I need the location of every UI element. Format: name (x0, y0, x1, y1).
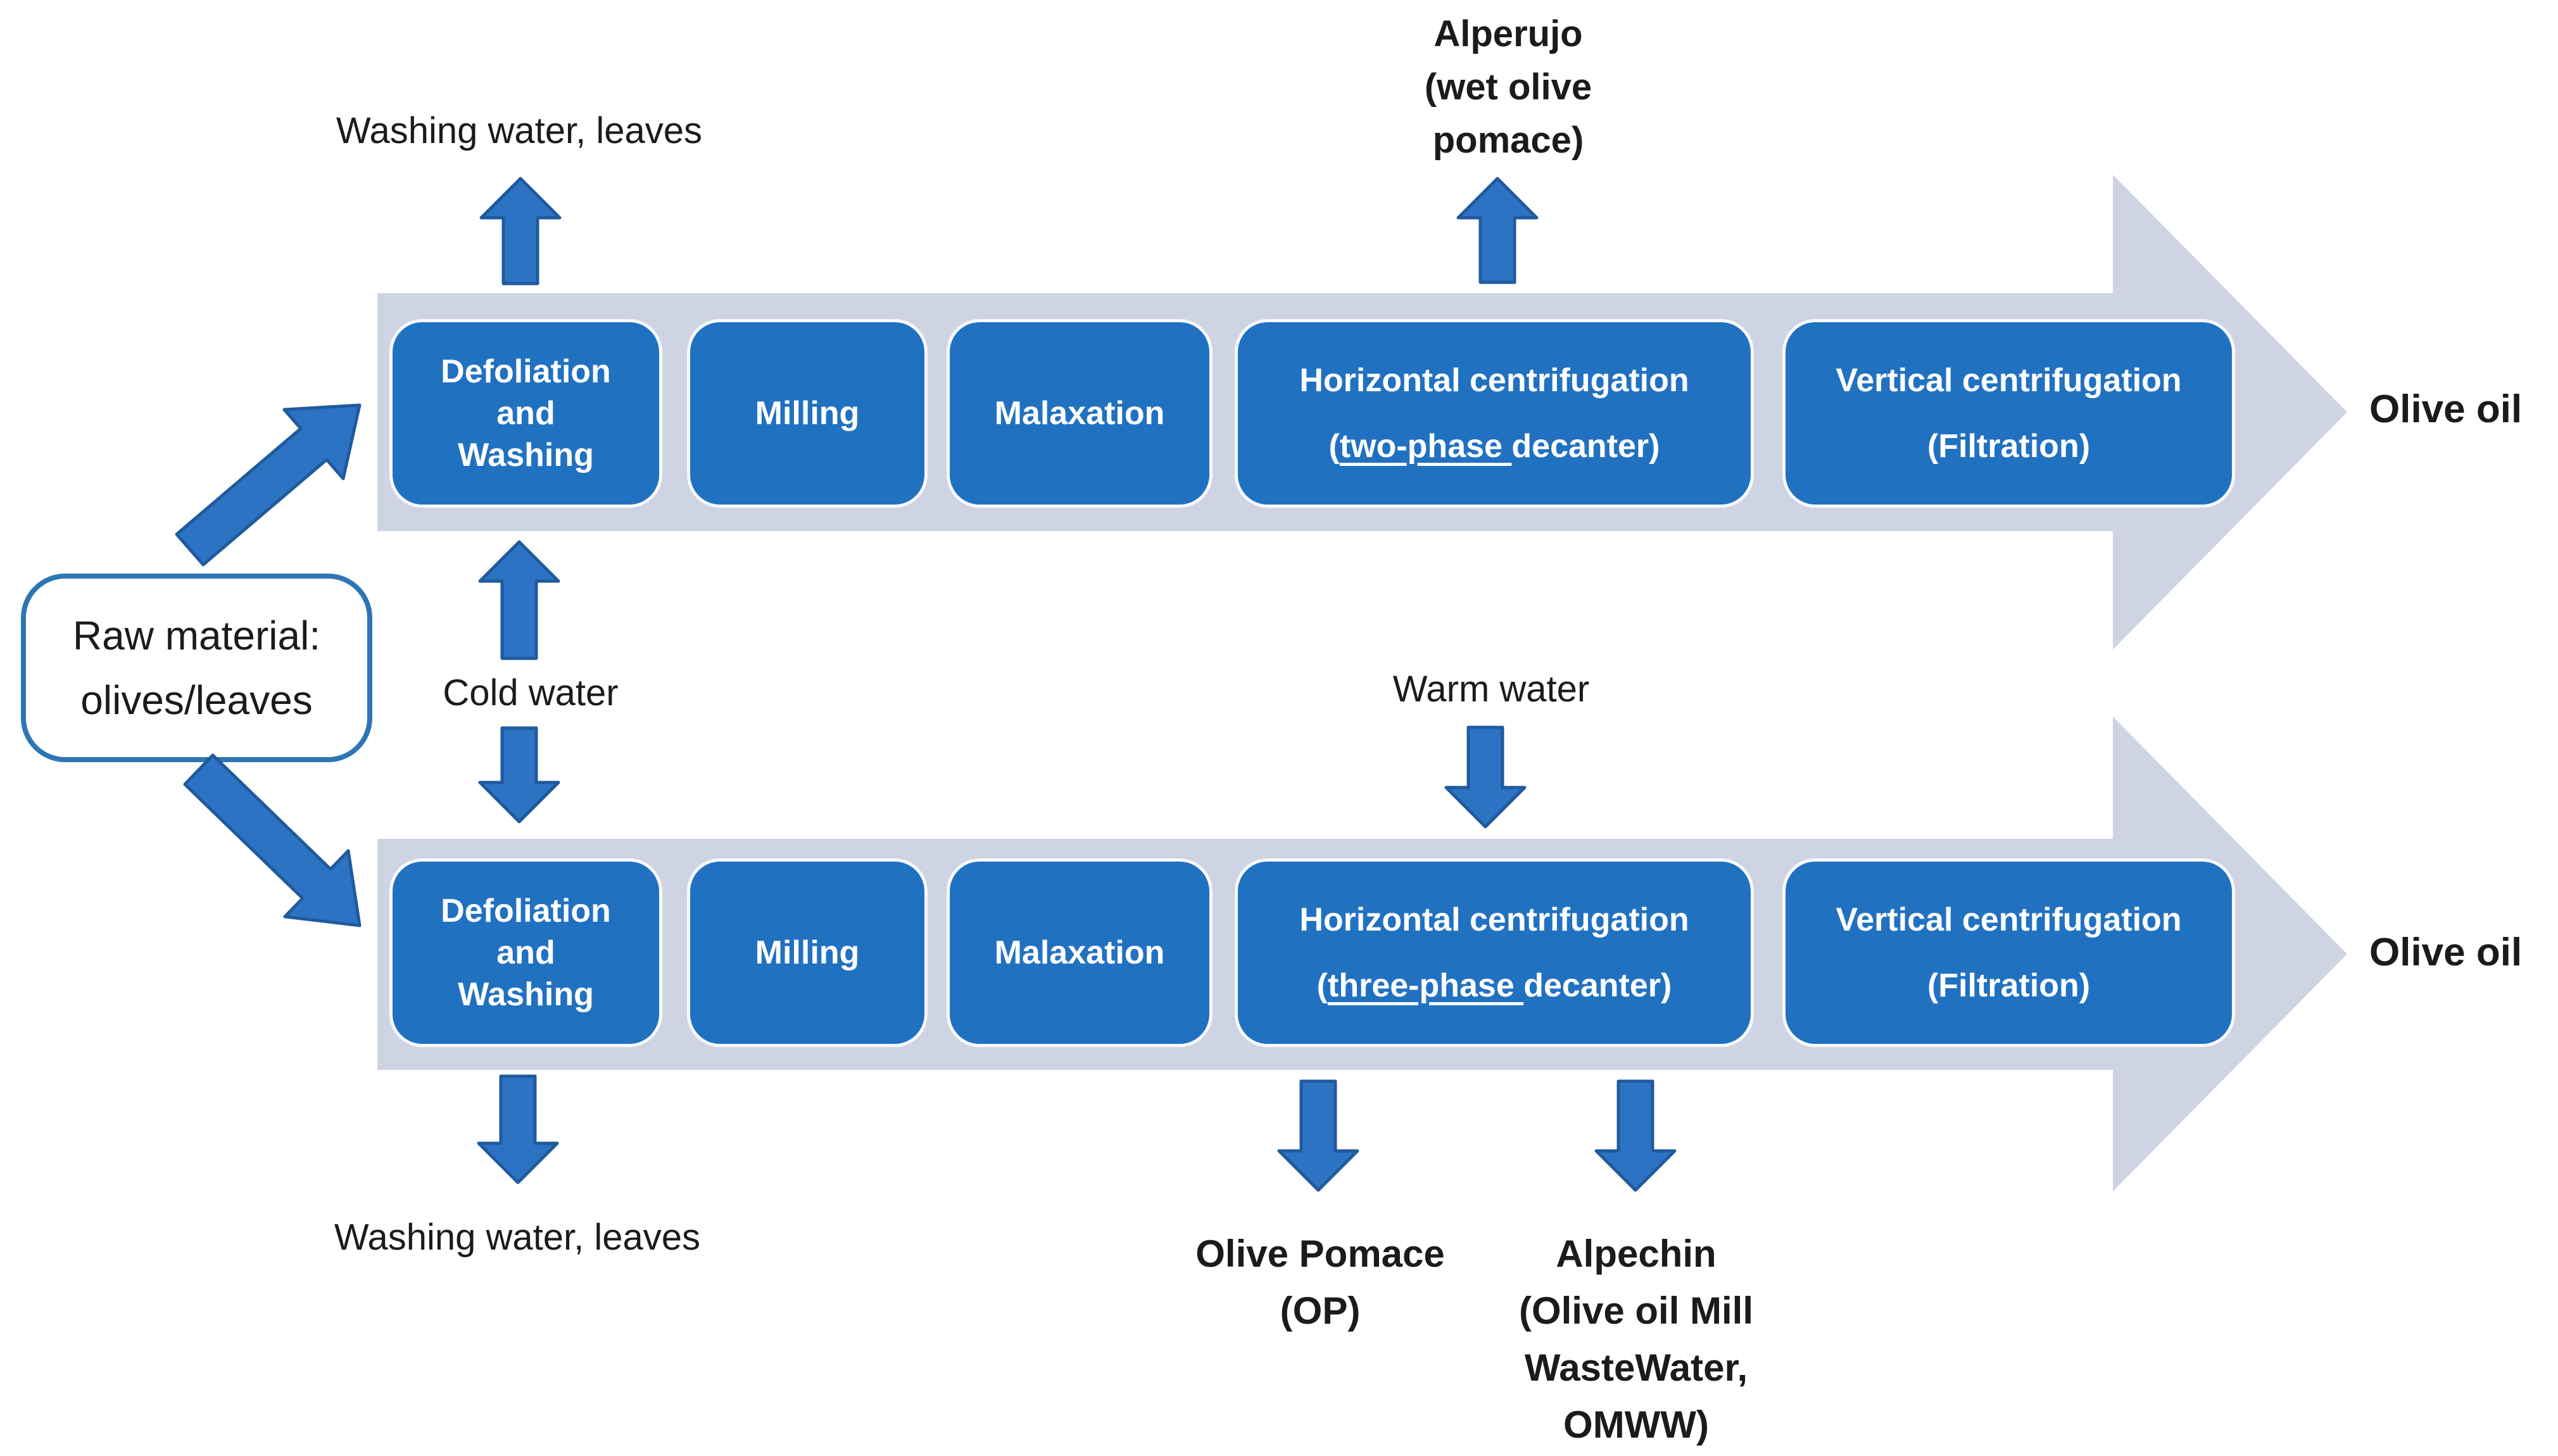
cold-water-label: Cold water (443, 672, 619, 713)
step-label-vertical-top: Vertical centrifugation (Filtration) (1836, 348, 2181, 479)
two-phase-prefix: ( (1328, 428, 1340, 465)
three-phase-underlined: three-phase (1328, 967, 1524, 1004)
step-label-milling-top: Milling (755, 395, 860, 432)
step-label-malaxation-bottom: Malaxation (994, 934, 1165, 971)
step-box-horizontal-centrifugation-three-phase: Horizontal centrifugation (three-phase d… (1235, 858, 1754, 1047)
vertical-centrifugation-line2-bottom: (Filtration) (1927, 967, 2091, 1004)
step-label-milling-bottom: Milling (755, 934, 860, 971)
step-box-horizontal-centrifugation-two-phase: Horizontal centrifugation (two-phase dec… (1235, 319, 1754, 508)
step-box-malaxation-top: Malaxation (947, 319, 1213, 508)
horizontal-centrifugation-line1-top: Horizontal centrifugation (1299, 362, 1689, 399)
step-box-defoliation-washing-top: Defoliation and Washing (389, 319, 662, 508)
horizontal-centrifugation-line2-top: (two-phase decanter) (1299, 413, 1689, 479)
two-phase-underlined: two-phase (1339, 428, 1512, 465)
step-box-defoliation-washing-bottom: Defoliation and Washing (389, 858, 662, 1047)
olive-oil-output-label-bottom: Olive oil (2369, 931, 2523, 974)
arrow-down-warm-water (1444, 725, 1527, 829)
step-box-vertical-centrifugation-bottom: Vertical centrifugation (Filtration) (1782, 858, 2235, 1047)
three-phase-suffix: decanter) (1523, 967, 1672, 1004)
vertical-centrifugation-line2-top: (Filtration) (1927, 428, 2091, 465)
arrow-diagonal-raw-to-two-phase (175, 403, 362, 567)
horizontal-centrifugation-line1-bottom: Horizontal centrifugation (1299, 901, 1689, 938)
warm-water-label: Warm water (1392, 668, 1590, 710)
arrow-down-alpechin (1594, 1079, 1677, 1192)
three-phase-prefix: ( (1316, 967, 1328, 1004)
two-phase-suffix: decanter) (1511, 428, 1660, 465)
step-label-defoliation-top: Defoliation and Washing (441, 353, 611, 474)
step-label-defoliation-bottom: Defoliation and Washing (441, 893, 611, 1013)
arrow-down-cold-water (478, 726, 560, 824)
olive-oil-output-label-top: Olive oil (2369, 387, 2523, 431)
horizontal-centrifugation-line2-bottom: (three-phase decanter) (1299, 953, 1689, 1019)
step-box-vertical-centrifugation-top: Vertical centrifugation (Filtration) (1782, 319, 2235, 508)
step-label-horizontal-three-phase: Horizontal centrifugation (three-phase d… (1299, 887, 1689, 1019)
arrow-up-washing-water-top (479, 177, 562, 286)
arrow-down-olive-pomace (1277, 1079, 1359, 1192)
arrow-down-washing-water-bottom (477, 1074, 559, 1184)
alperujo-label: Alperujo (wet olive pomace) (1424, 13, 1592, 161)
olive-pomace-label: Olive Pomace (OP) (1195, 1233, 1445, 1332)
step-box-malaxation-bottom: Malaxation (947, 858, 1213, 1047)
step-label-vertical-bottom: Vertical centrifugation (Filtration) (1836, 887, 2181, 1019)
raw-material-box: Raw material: olives/leaves (21, 574, 372, 762)
arrow-diagonal-raw-to-three-phase (183, 753, 362, 927)
step-box-milling-bottom: Milling (687, 858, 928, 1047)
step-box-milling-top: Milling (687, 319, 928, 508)
step-label-horizontal-two-phase: Horizontal centrifugation (two-phase dec… (1299, 348, 1689, 479)
arrow-up-alperujo (1456, 177, 1539, 284)
vertical-centrifugation-line1-bottom: Vertical centrifugation (1836, 901, 2182, 938)
washing-water-leaves-label-top: Washing water, leaves (336, 110, 703, 151)
raw-material-label: Raw material: olives/leaves (72, 613, 321, 723)
step-label-malaxation-top: Malaxation (994, 395, 1165, 432)
alpechin-omww-label: Alpechin (Olive oil Mill WasteWater, OMW… (1518, 1233, 1754, 1446)
arrow-up-cold-water (478, 540, 560, 660)
vertical-centrifugation-line1-top: Vertical centrifugation (1836, 362, 2182, 399)
washing-water-leaves-label-bottom: Washing water, leaves (334, 1217, 701, 1258)
